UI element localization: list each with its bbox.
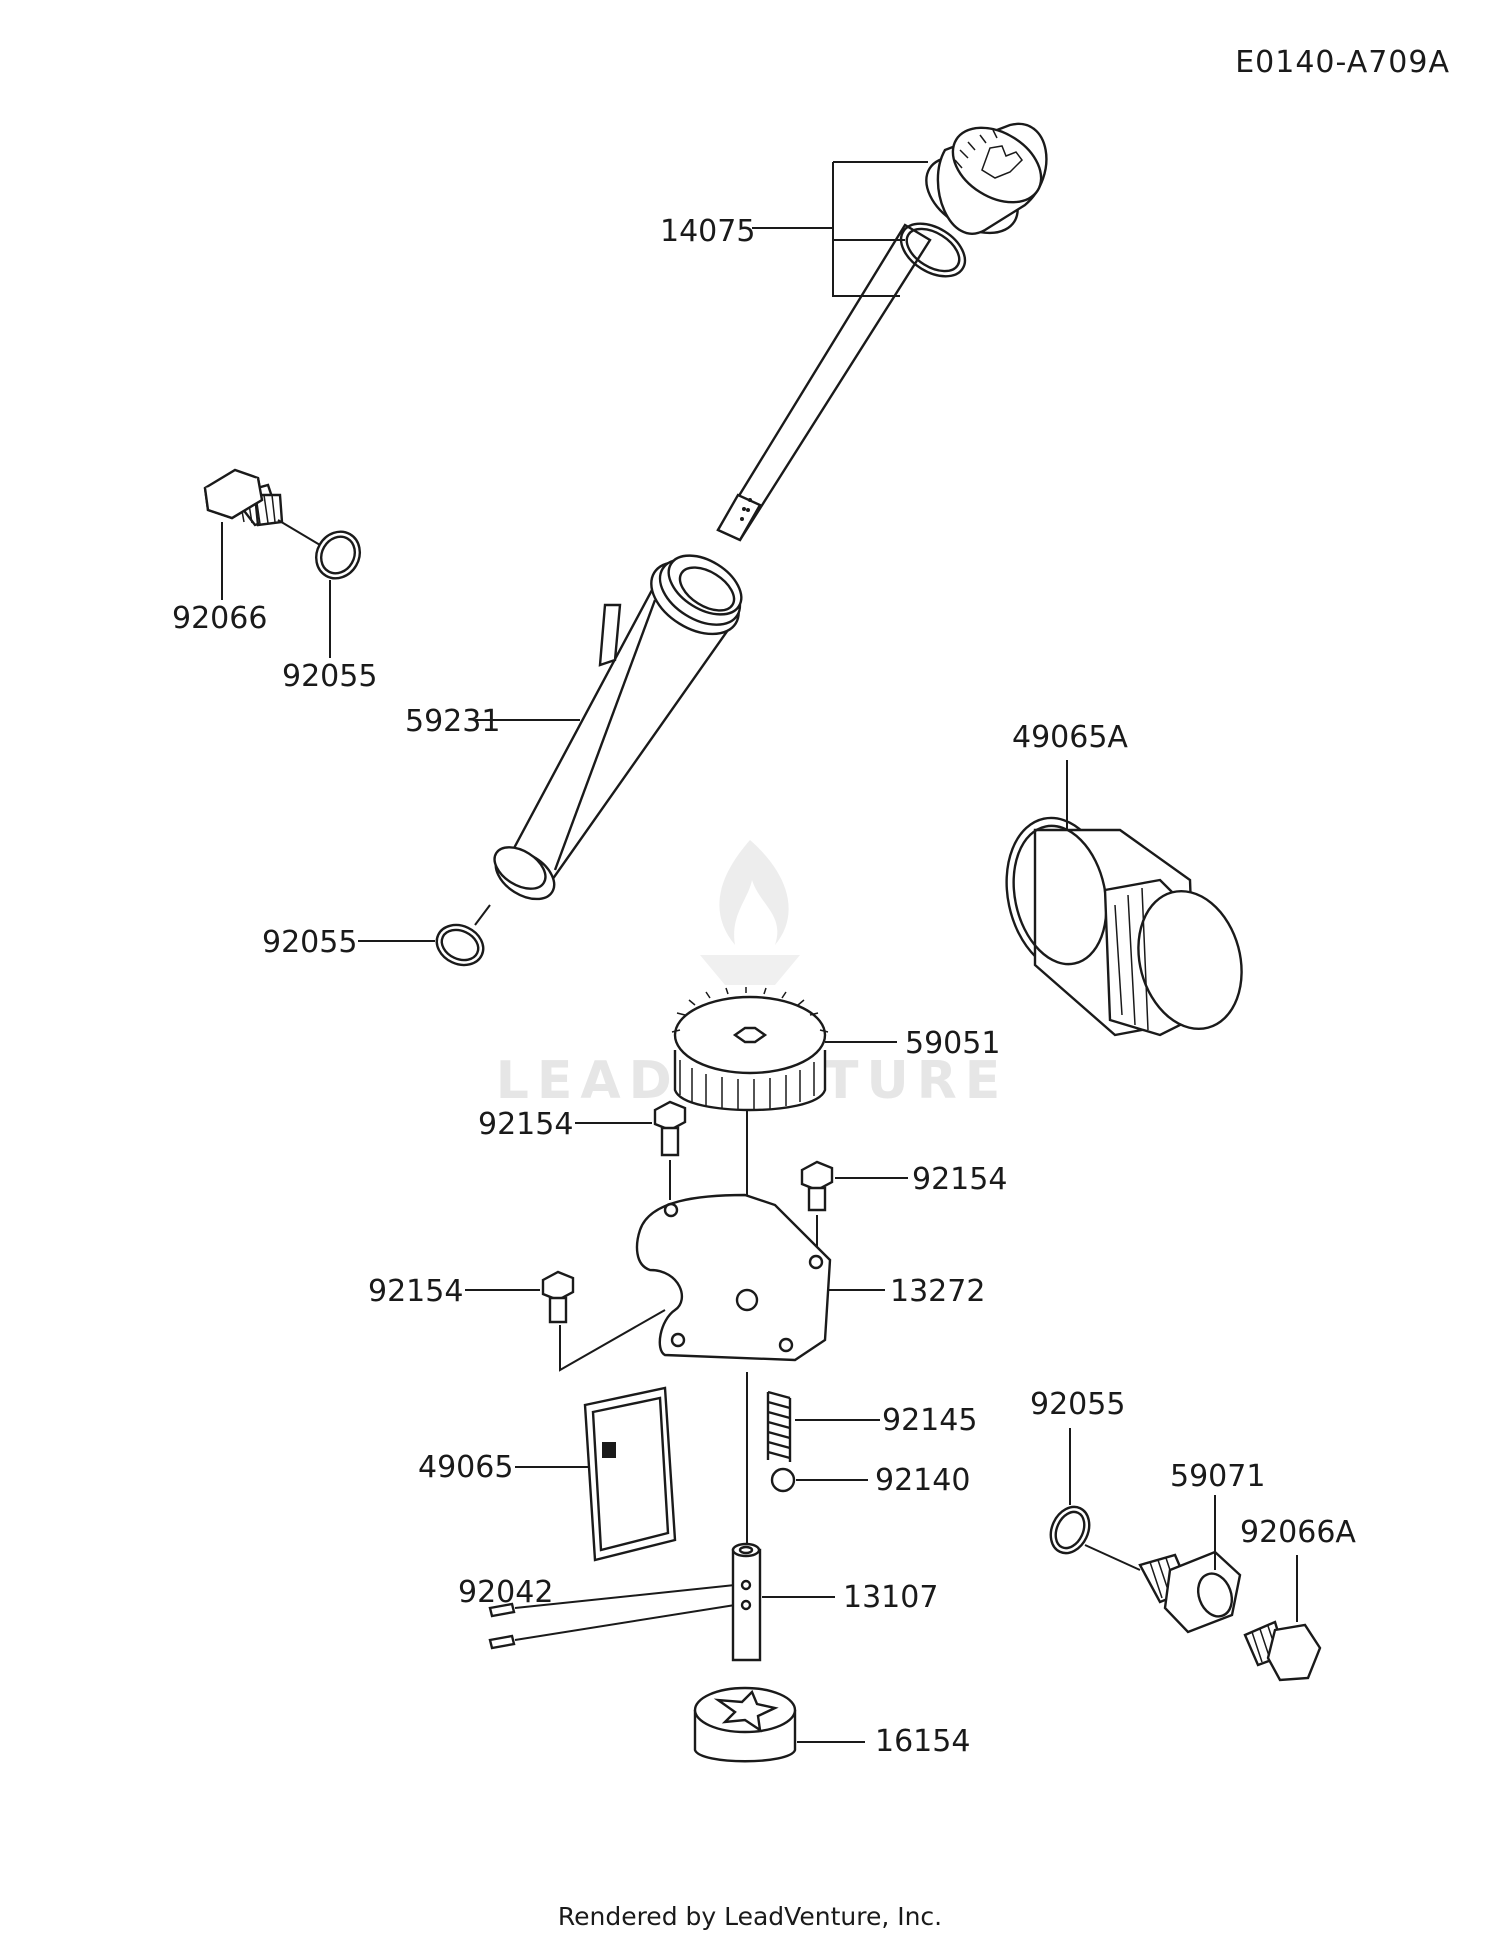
bolt-92154-c[interactable] [541, 1270, 575, 1324]
label-92145[interactable]: 92145 [882, 1403, 977, 1438]
label-59051[interactable]: 59051 [905, 1026, 1000, 1061]
leader-13272-bolt [559, 1309, 666, 1372]
label-13107[interactable]: 13107 [843, 1580, 938, 1615]
dipstick-14075[interactable] [716, 112, 1055, 542]
leader-92042 [514, 1584, 736, 1641]
label-59231[interactable]: 59231 [405, 704, 500, 739]
o-ring-92055-top[interactable] [308, 524, 368, 587]
pump-cover-13272[interactable] [635, 1193, 832, 1362]
rotor-16154[interactable] [693, 1686, 797, 1763]
label-92140[interactable]: 92140 [875, 1463, 970, 1498]
label-16154[interactable]: 16154 [875, 1724, 970, 1759]
label-92055-mid[interactable]: 92055 [262, 925, 357, 960]
bolt-92154-b[interactable] [800, 1160, 834, 1212]
o-ring-92055-mid[interactable] [430, 918, 490, 973]
diagram-code: E0140-A709A [1235, 45, 1450, 80]
watermark-logo [700, 840, 800, 985]
drain-plug-92066[interactable] [203, 468, 284, 527]
oil-filter-49065A[interactable] [993, 808, 1256, 1041]
label-92066[interactable]: 92066 [172, 601, 267, 636]
screen-49065[interactable] [583, 1386, 677, 1562]
label-92066A[interactable]: 92066A [1240, 1515, 1356, 1550]
fitting-59071[interactable] [1138, 1550, 1242, 1634]
ball-92140[interactable] [770, 1467, 796, 1493]
leader-92055-right-fit [1084, 1544, 1141, 1571]
o-ring-92055-right[interactable] [1044, 1501, 1097, 1560]
label-92154-a[interactable]: 92154 [478, 1107, 573, 1142]
credit-footer: Rendered by LeadVenture, Inc. [558, 1902, 942, 1931]
label-92042[interactable]: 92042 [458, 1575, 553, 1610]
label-59071[interactable]: 59071 [1170, 1459, 1265, 1494]
spring-92145[interactable] [766, 1390, 792, 1462]
callout-bracket-14075 [752, 161, 928, 297]
bolt-92154-a[interactable] [653, 1100, 687, 1157]
label-92055-top[interactable]: 92055 [282, 659, 377, 694]
plug-92066A[interactable] [1243, 1620, 1322, 1682]
filler-tube-59231[interactable] [487, 543, 751, 908]
label-49065[interactable]: 49065 [418, 1450, 513, 1485]
leader-92055-mid-tube [474, 904, 491, 926]
label-13272[interactable]: 13272 [890, 1274, 985, 1309]
label-49065A[interactable]: 49065A [1012, 720, 1128, 755]
pins-92042[interactable] [488, 1602, 516, 1650]
label-14075[interactable]: 14075 [660, 214, 755, 249]
shaft-13107[interactable] [731, 1542, 762, 1662]
label-92055-right[interactable]: 92055 [1030, 1387, 1125, 1422]
leader-92066-oring [277, 519, 321, 546]
label-92154-b[interactable]: 92154 [912, 1162, 1007, 1197]
gear-59051[interactable] [671, 987, 829, 1112]
label-92154-c[interactable]: 92154 [368, 1274, 463, 1309]
